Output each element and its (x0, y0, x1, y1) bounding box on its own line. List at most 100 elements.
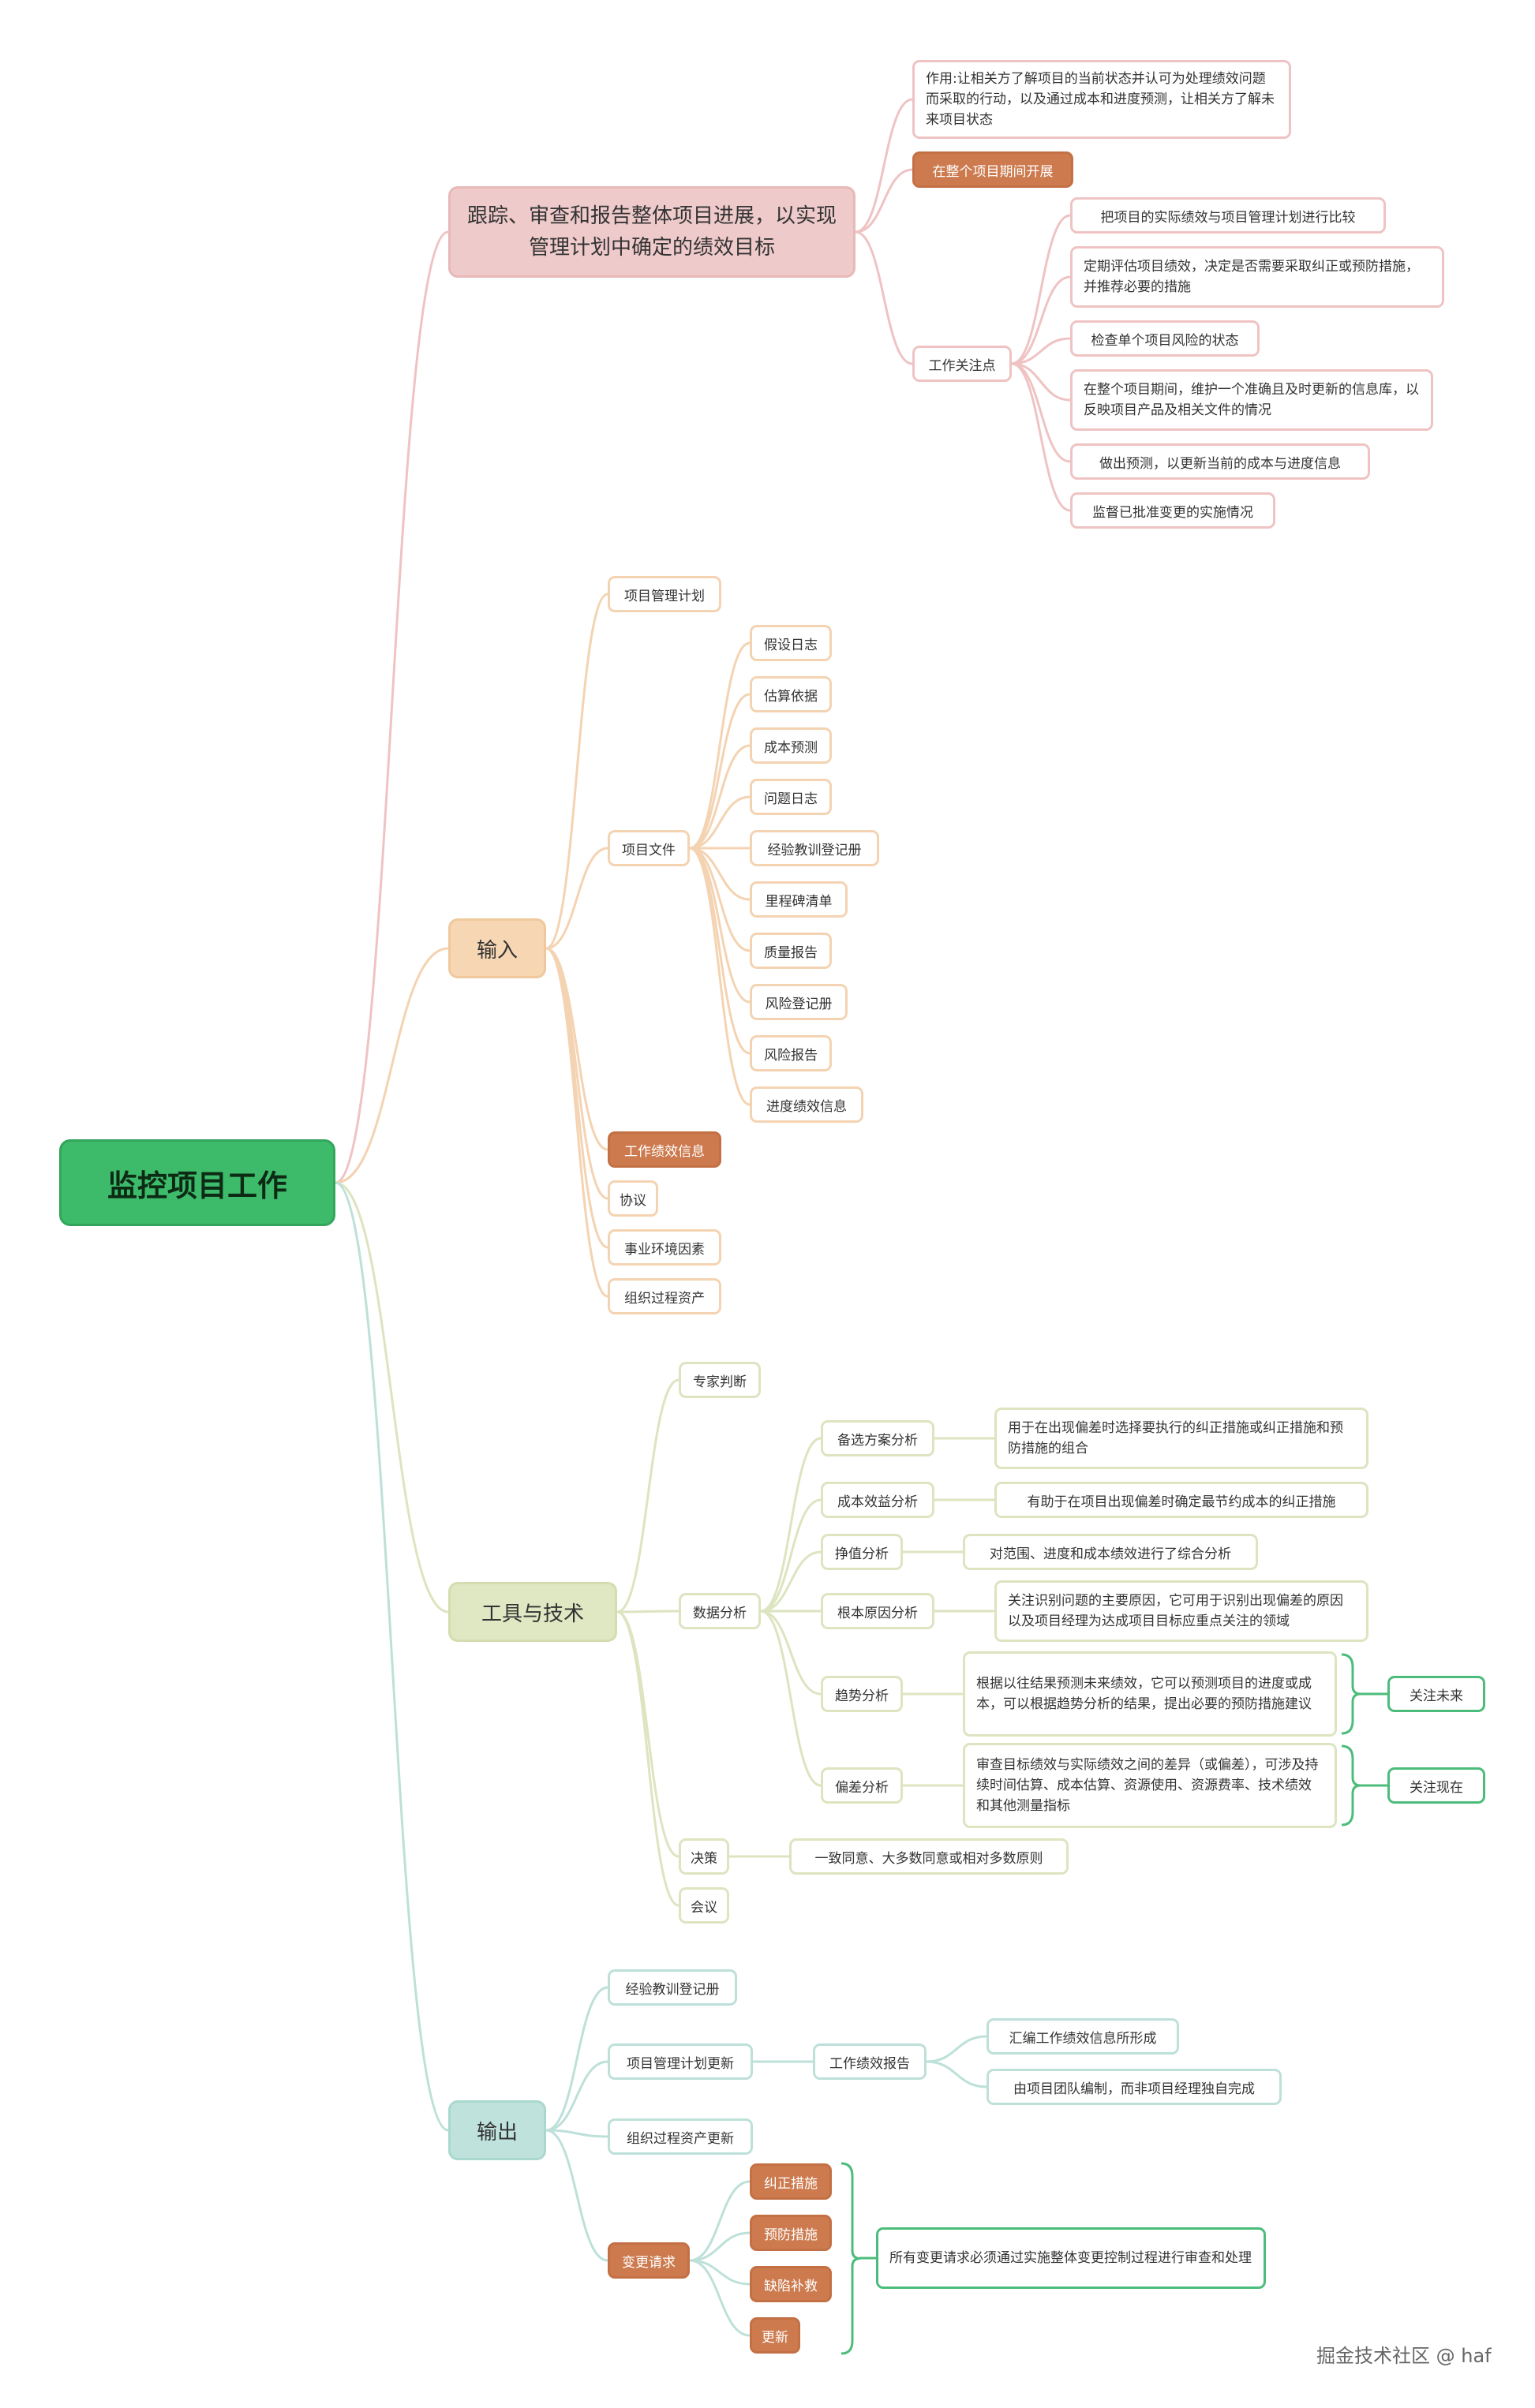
analysis-desc[interactable]: 根据以往结果预测未来绩效，它可以预测项目的进度或成本，可以根据趋势分析的结果，提… (963, 1651, 1337, 1737)
tool-data-analysis[interactable]: 数据分析 (679, 1593, 761, 1629)
doc-item[interactable]: 风险登记册 (750, 984, 848, 1020)
report-item-text: 汇编工作绩效信息所形成 (1009, 2030, 1157, 2047)
change-item[interactable]: 缺陷补救 (750, 2266, 832, 2302)
timing-node[interactable]: 在整个项目期间开展 (912, 151, 1073, 188)
branch-inputs-label: 输入 (476, 938, 518, 963)
output-opa-updates-text: 组织过程资产更新 (627, 2130, 734, 2147)
branch-outputs[interactable]: 输出 (448, 2100, 546, 2160)
doc-item[interactable]: 成本预测 (750, 727, 832, 764)
change-note-text: 所有变更请求必须通过实施整体变更控制过程进行审查和处理 (889, 2250, 1252, 2266)
output-change-requests[interactable]: 变更请求 (608, 2242, 690, 2279)
doc-item[interactable]: 经验教训登记册 (750, 830, 879, 866)
tool-expert-judgment[interactable]: 专家判断 (679, 1362, 761, 1398)
purpose-node[interactable]: 作用:让相关方了解项目的当前状态并认可为处理绩效问题而采取的行动，以及通过成本和… (912, 60, 1291, 139)
analysis-desc[interactable]: 关注识别问题的主要原因，它可用于识别出现偏差的原因以及项目经理为达成项目目标应重… (994, 1580, 1368, 1642)
focus-item[interactable]: 在整个项目期间，维护一个准确且及时更新的信息库，以反映项目产品及相关文件的情况 (1070, 369, 1433, 431)
connector-line (545, 2129, 609, 2262)
connector-line (545, 947, 609, 1249)
output-opa-updates[interactable]: 组织过程资产更新 (608, 2118, 753, 2155)
branch-tracking[interactable]: 跟踪、审查和报告整体项目进展，以实现管理计划中确定的绩效目标 (448, 186, 855, 278)
analysis-item[interactable]: 成本效益分析 (821, 1482, 934, 1518)
input-eef-text: 事业环境因素 (624, 1241, 705, 1258)
output-work-perf-report[interactable]: 工作绩效报告 (813, 2043, 927, 2080)
connector-line (1010, 337, 1072, 365)
focus-item-text: 做出预测，以更新当前的成本与进度信息 (1099, 455, 1341, 472)
branch-inputs[interactable]: 输入 (448, 918, 546, 978)
focus-item-text: 定期评估项目绩效，决定是否需要采取纠正或预防措施，并推荐必要的措施 (1084, 259, 1419, 295)
analysis-name: 备选方案分析 (837, 1432, 918, 1449)
analysis-item[interactable]: 偏差分析 (821, 1767, 903, 1804)
analysis-item[interactable]: 根本原因分析 (821, 1593, 934, 1629)
analysis-desc-text: 关注识别问题的主要原因，它可用于识别出现偏差的原因以及项目经理为达成项目目标应重… (1008, 1593, 1343, 1629)
output-pm-plan-updates[interactable]: 项目管理计划更新 (608, 2043, 753, 2080)
output-pm-plan-updates-text: 项目管理计划更新 (627, 2055, 734, 2072)
report-item[interactable]: 汇编工作绩效信息所形成 (987, 2018, 1179, 2055)
input-work-perf-info-text: 工作绩效信息 (624, 1143, 705, 1160)
connector-line (759, 1610, 822, 1787)
focus-future-node[interactable]: 关注未来 (1387, 1676, 1485, 1712)
change-item[interactable]: 纠正措施 (750, 2163, 832, 2200)
focus-item[interactable]: 做出预测，以更新当前的成本与进度信息 (1070, 443, 1370, 480)
input-agreements[interactable]: 协议 (608, 1180, 658, 1217)
focus-item[interactable]: 监督已批准变更的实施情况 (1070, 492, 1275, 529)
connector-line (688, 847, 751, 901)
connector-line (688, 847, 751, 1106)
focus-now-text: 关注现在 (1410, 1779, 1463, 1796)
connector-line (1010, 362, 1072, 402)
tool-decision[interactable]: 决策 (679, 1838, 729, 1875)
change-item-text: 缺陷补救 (764, 2278, 818, 2294)
report-item[interactable]: 由项目团队编制，而非项目经理独自完成 (987, 2069, 1282, 2105)
focus-item[interactable]: 定期评估项目绩效，决定是否需要采取纠正或预防措施，并推荐必要的措施 (1070, 246, 1444, 308)
bracket-line (1341, 1744, 1361, 1827)
connector-line (688, 693, 751, 850)
analysis-desc[interactable]: 有助于在项目出现偏差时确定最节约成本的纠正措施 (994, 1482, 1368, 1518)
connector-line (688, 2180, 751, 2262)
focus-node[interactable]: 工作关注点 (912, 346, 1012, 382)
connector-line (1010, 362, 1072, 512)
connector-line (688, 847, 751, 1055)
analysis-desc[interactable]: 审查目标绩效与实际绩效之间的差异（或偏差），可涉及持续时间估算、成本估算、资源使… (963, 1743, 1337, 1828)
bracket-line (1341, 1653, 1361, 1735)
focus-item-text: 检查单个项目风险的状态 (1091, 332, 1239, 349)
analysis-item[interactable]: 挣值分析 (821, 1534, 903, 1570)
input-agreements-text: 协议 (620, 1192, 646, 1209)
change-note[interactable]: 所有变更请求必须通过实施整体变更控制过程进行审查和处理 (876, 2227, 1266, 2289)
input-eef[interactable]: 事业环境因素 (608, 1229, 721, 1266)
focus-item[interactable]: 把项目的实际绩效与项目管理计划进行比较 (1070, 197, 1386, 234)
decision-desc[interactable]: 一致同意、大多数同意或相对多数原则 (789, 1838, 1069, 1875)
connector-line (925, 2060, 988, 2088)
input-pm-plan[interactable]: 项目管理计划 (608, 576, 721, 612)
analysis-desc[interactable]: 对范围、进度和成本绩效进行了综合分析 (963, 1534, 1258, 1570)
branch-tools[interactable]: 工具与技术 (448, 1582, 617, 1642)
output-lessons[interactable]: 经验教训登记册 (608, 1969, 737, 2006)
analysis-desc-text: 审查目标绩效与实际绩效之间的差异（或偏差），可涉及持续时间估算、成本估算、资源使… (976, 1757, 1319, 1814)
doc-item[interactable]: 估算依据 (750, 676, 832, 712)
input-project-docs-text: 项目文件 (622, 842, 676, 858)
tool-meetings[interactable]: 会议 (679, 1887, 729, 1924)
analysis-item[interactable]: 备选方案分析 (821, 1420, 934, 1456)
connector-line (759, 1610, 822, 1696)
input-work-perf-info[interactable]: 工作绩效信息 (608, 1131, 721, 1168)
connector-line (545, 2060, 609, 2132)
doc-item[interactable]: 质量报告 (750, 933, 832, 969)
doc-item[interactable]: 进度绩效信息 (750, 1086, 863, 1123)
focus-now-node[interactable]: 关注现在 (1387, 1767, 1485, 1804)
analysis-item[interactable]: 趋势分析 (821, 1676, 903, 1712)
doc-item[interactable]: 问题日志 (750, 779, 832, 815)
analysis-desc[interactable]: 用于在出现偏差时选择要执行的纠正措施或纠正措施和预防措施的组合 (994, 1408, 1368, 1469)
change-item[interactable]: 预防措施 (750, 2215, 832, 2251)
doc-item-text: 假设日志 (764, 637, 818, 653)
analysis-desc-text: 对范围、进度和成本绩效进行了综合分析 (990, 1546, 1231, 1562)
connector-line (688, 2259, 751, 2337)
tool-expert-judgment-text: 专家判断 (693, 1374, 747, 1390)
root-node[interactable]: 监控项目工作 (59, 1139, 335, 1226)
tool-meetings-text: 会议 (691, 1899, 717, 1916)
input-project-docs[interactable]: 项目文件 (608, 830, 690, 866)
focus-item[interactable]: 检查单个项目风险的状态 (1070, 320, 1260, 357)
doc-item[interactable]: 里程碑清单 (750, 881, 848, 918)
doc-item[interactable]: 假设日志 (750, 625, 832, 661)
doc-item[interactable]: 风险报告 (750, 1035, 832, 1071)
input-opa[interactable]: 组织过程资产 (608, 1278, 721, 1314)
change-item[interactable]: 更新 (750, 2317, 800, 2354)
